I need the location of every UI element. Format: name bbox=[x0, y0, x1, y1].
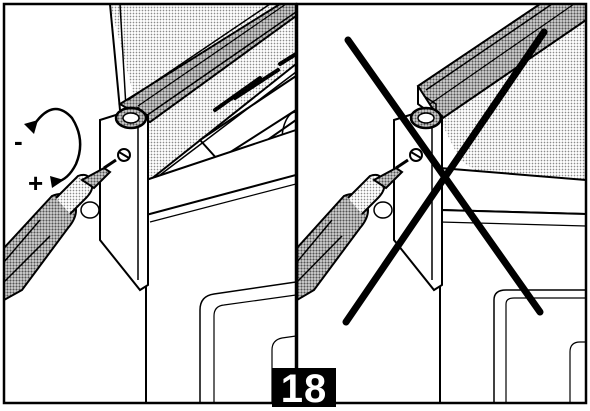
panel-left bbox=[4, 4, 296, 403]
step-number-badge: 18 bbox=[272, 368, 336, 410]
panel-right bbox=[297, 4, 586, 403]
rotation-arrow-icon bbox=[24, 107, 82, 188]
screwdriver-icon bbox=[297, 158, 409, 302]
screwdriver-icon bbox=[4, 158, 117, 302]
plus-sign: + bbox=[28, 168, 44, 198]
panel-right-frame bbox=[295, 2, 588, 405]
cross-out-icon bbox=[342, 28, 548, 326]
minus-sign: - bbox=[14, 126, 23, 156]
